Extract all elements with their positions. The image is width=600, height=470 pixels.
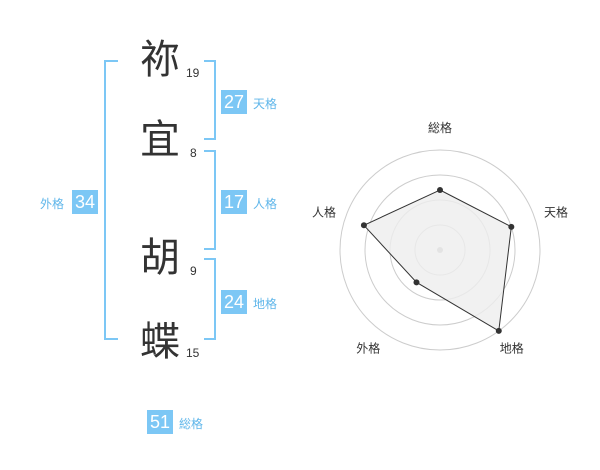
radar-ring <box>364 174 516 326</box>
gaikaku-value: 34 <box>72 190 98 214</box>
stroke-count-2: 8 <box>190 146 197 160</box>
radar-axis-label-3: 外格 <box>356 341 380 356</box>
radar-axis-label-1: 天格 <box>544 204 568 219</box>
gaikaku-label: 外格 <box>40 197 65 211</box>
tenkaku-value: 27 <box>221 90 247 114</box>
radar-points <box>360 187 515 334</box>
radar-point-3 <box>413 279 420 286</box>
radar-point-4 <box>360 222 367 229</box>
name-kanji-2: 宜 <box>140 117 180 163</box>
stroke-count-1: 19 <box>186 66 200 80</box>
jinkaku-bracket <box>204 150 216 250</box>
name-kanji-1: 祢 <box>140 37 180 83</box>
radar-ring <box>339 149 541 351</box>
chikaku-value: 24 <box>221 290 247 314</box>
radar-series-area <box>363 189 512 332</box>
soukaku-label: 総格 <box>179 417 204 431</box>
radar-point-0 <box>437 187 443 193</box>
tenkaku-bracket <box>204 60 216 140</box>
tenkaku-label: 天格 <box>253 97 278 111</box>
soukaku-value: 51 <box>147 410 173 434</box>
stroke-count-3: 9 <box>190 264 197 278</box>
stroke-count-4: 15 <box>186 346 200 360</box>
gaikaku-bracket <box>104 60 118 340</box>
chikaku-label: 地格 <box>253 297 278 311</box>
radar-axis-label-2: 地格 <box>500 341 524 356</box>
name-kanji-3: 胡 <box>140 235 180 281</box>
radar-axis-label-0: 総格 <box>428 120 452 135</box>
radar-point-2 <box>495 327 502 334</box>
chikaku-bracket <box>204 258 216 340</box>
radar-polygon <box>363 189 512 332</box>
jinkaku-label: 人格 <box>253 197 278 211</box>
name-kanji-4: 蝶 <box>140 319 180 365</box>
radar-axis-label-4: 人格 <box>312 204 336 219</box>
radar-point-1 <box>508 223 515 230</box>
jinkaku-value: 17 <box>221 190 247 214</box>
